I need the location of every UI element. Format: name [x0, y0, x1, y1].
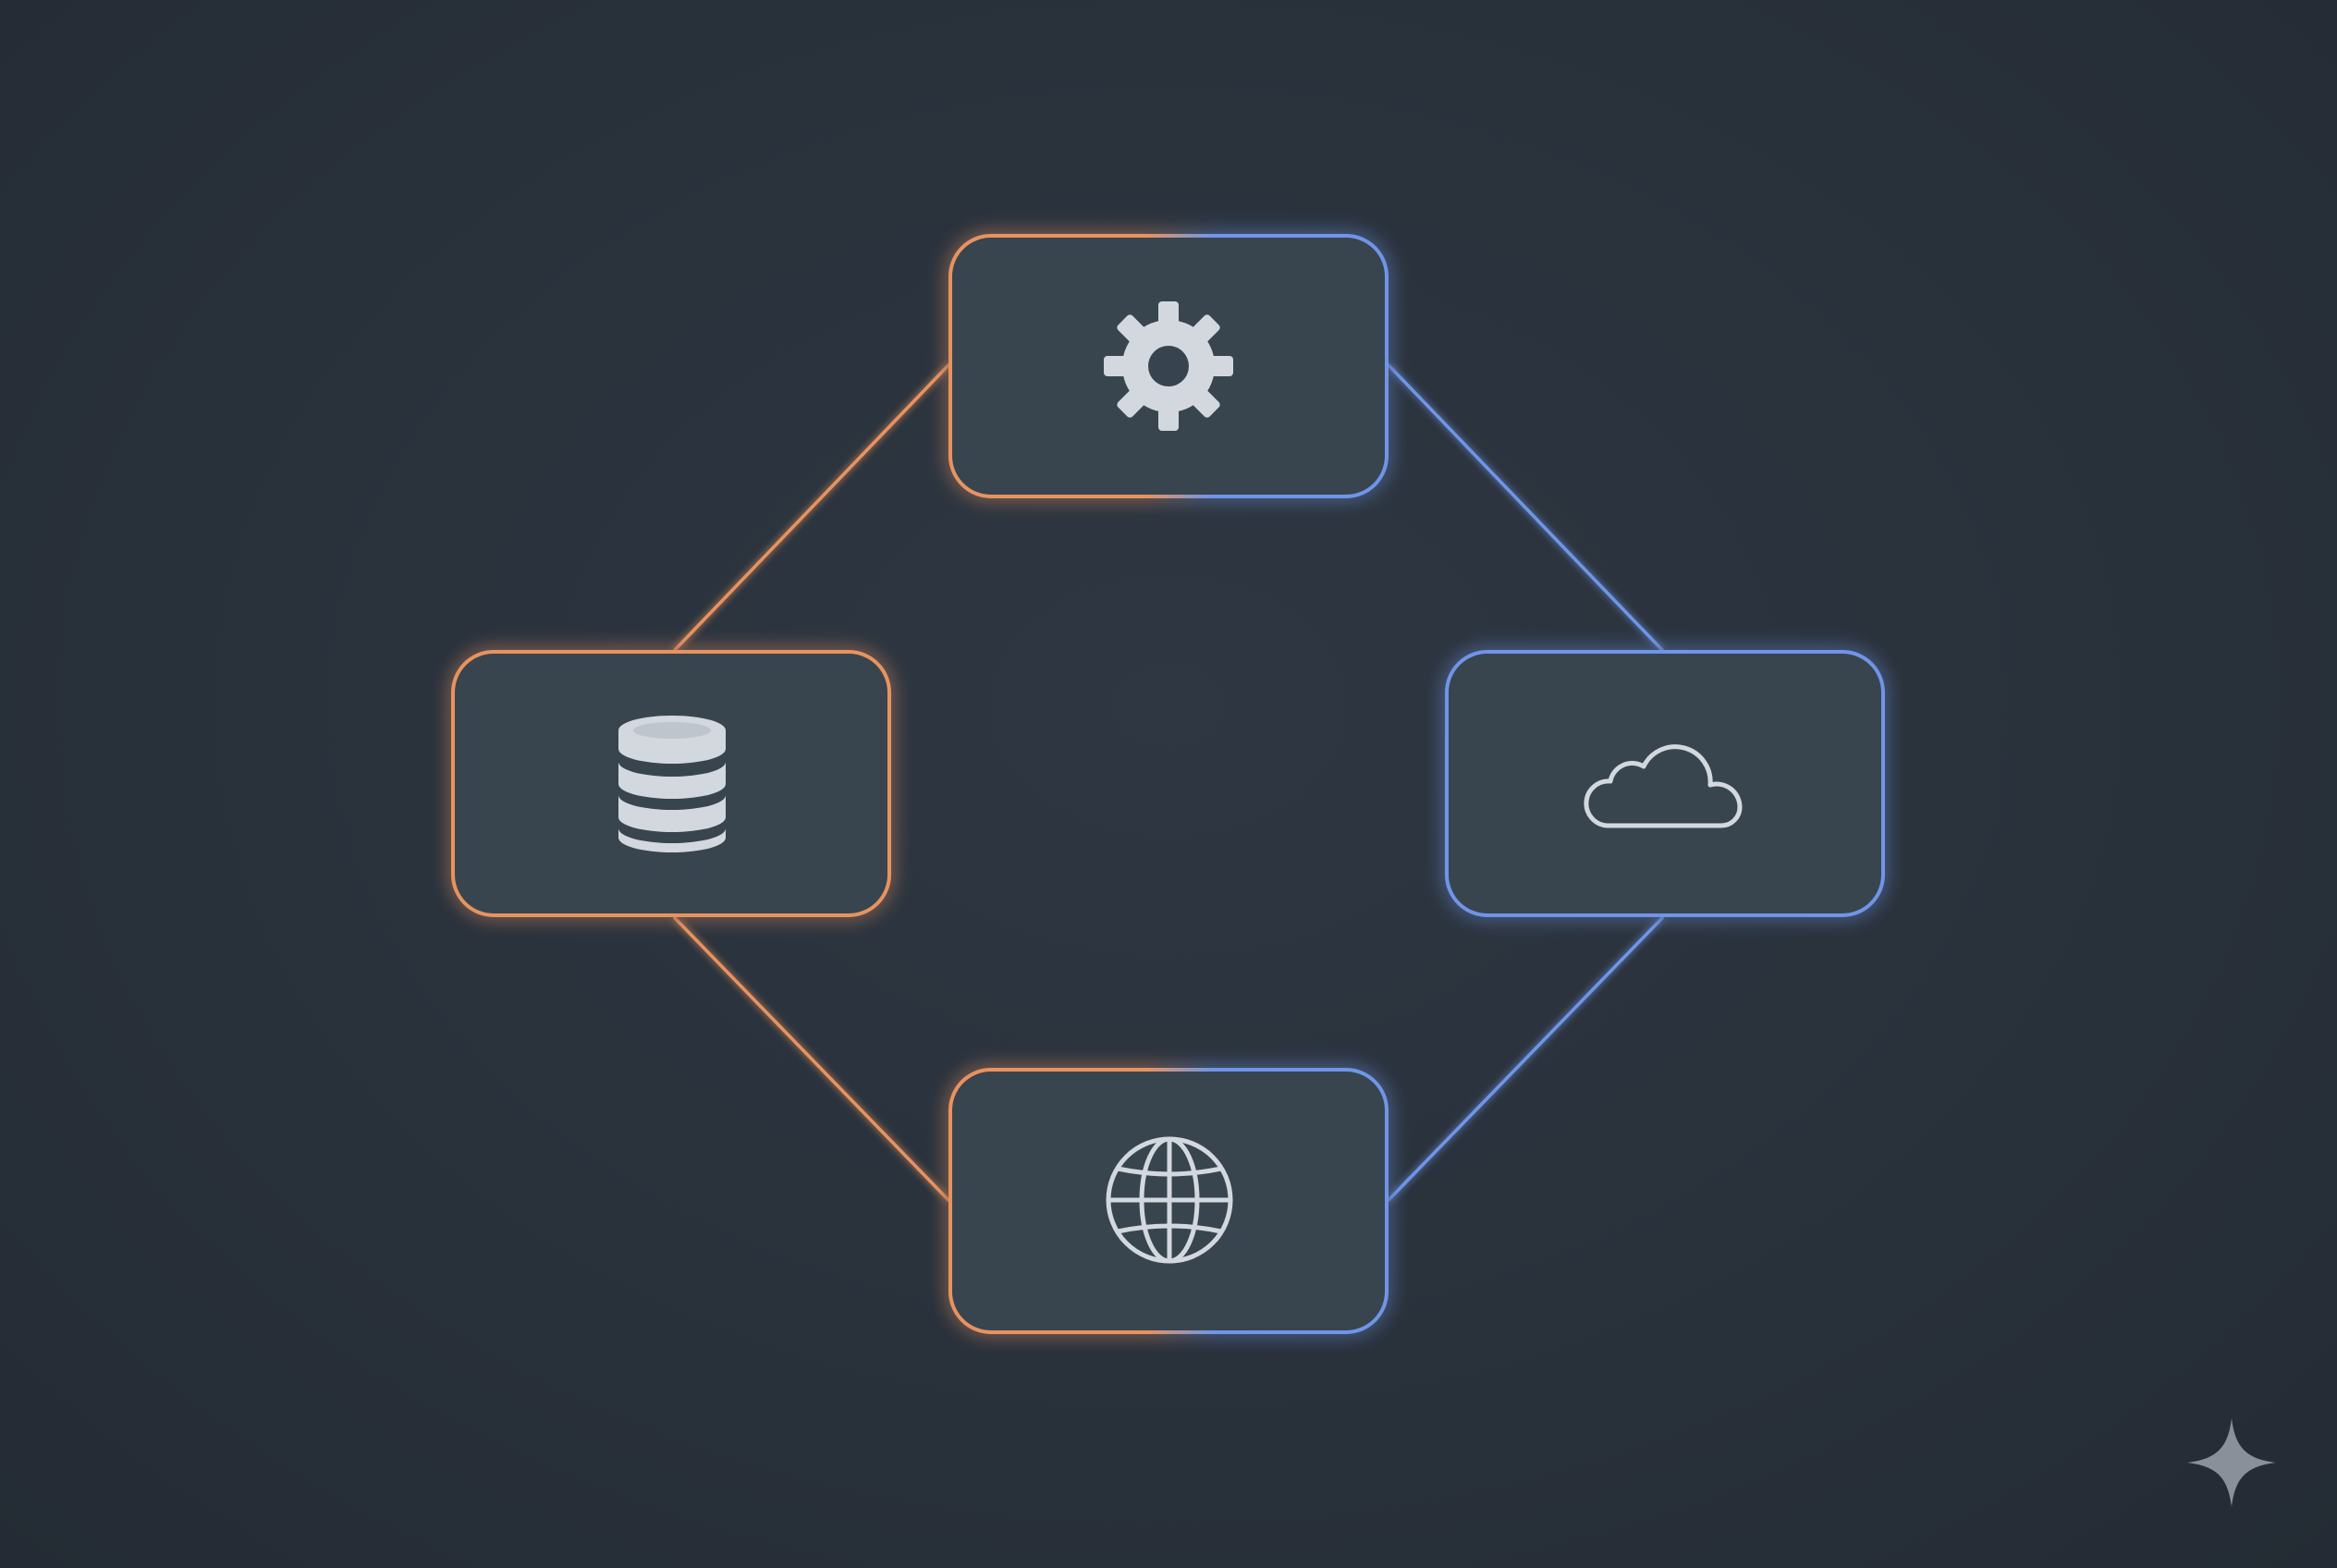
cloud-icon — [1584, 744, 1743, 828]
edge-settings-cloud — [1387, 363, 1664, 652]
edge-database-web — [673, 916, 950, 1202]
sparkle-icon — [2187, 1418, 2276, 1507]
edges — [673, 363, 1664, 1202]
gear-icon — [1104, 301, 1233, 431]
node-settings[interactable] — [948, 234, 1389, 498]
node-web[interactable] — [948, 1068, 1389, 1334]
node-cloud[interactable] — [1445, 650, 1885, 917]
globe-icon — [1106, 1136, 1233, 1264]
database-icon — [618, 716, 726, 852]
edge-settings-database — [673, 363, 950, 652]
edge-cloud-web — [1387, 916, 1664, 1202]
node-database[interactable] — [451, 650, 891, 917]
